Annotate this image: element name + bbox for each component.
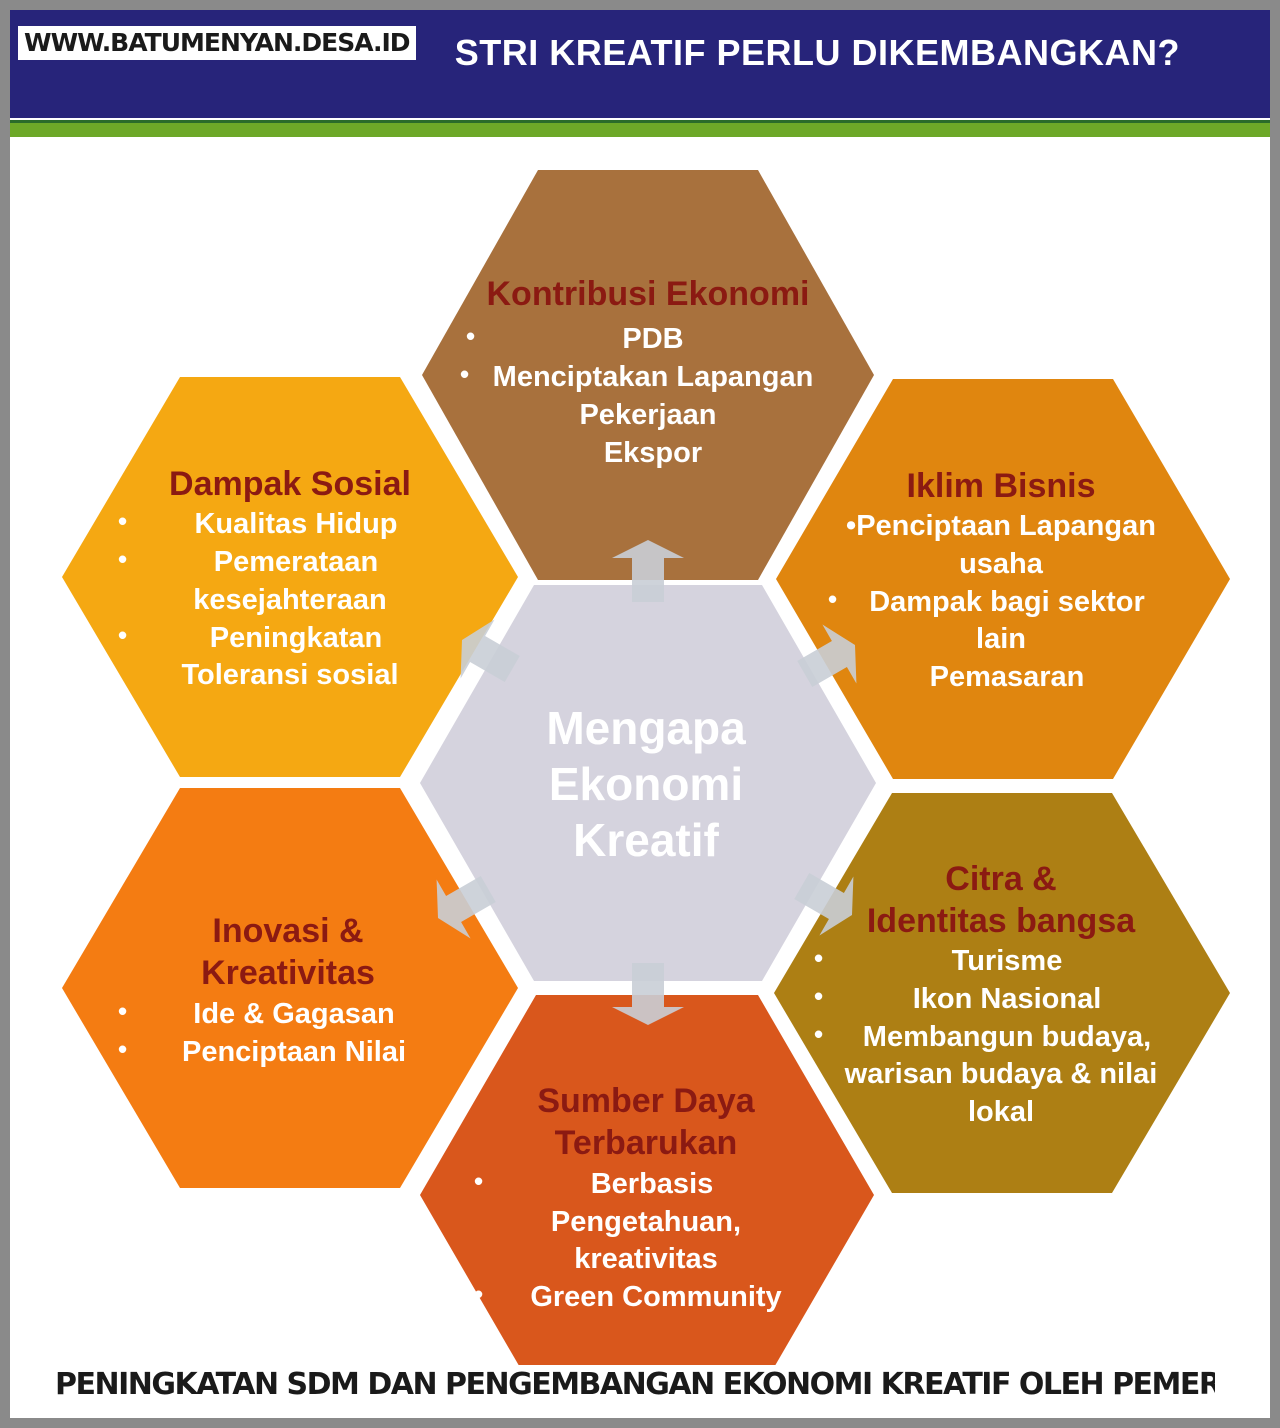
center-line-1: Mengapa: [546, 702, 746, 754]
hex-lower-right-shape: [774, 793, 1230, 1193]
hex-lower-left-title-2: Kreativitas: [201, 954, 375, 992]
arrow-upper-right-icon: [797, 624, 857, 687]
hex-upper-right: Iklim Bisnis •Penciptaan Lapangan usaha …: [776, 379, 1230, 779]
hex-upper-left-item-1: Kualitas Hidup: [194, 508, 397, 540]
hex-upper-left-shape: [62, 377, 518, 777]
hex-bottom-title-2: Terbarukan: [555, 1124, 738, 1162]
hex-upper-right-item-2: usaha: [959, 548, 1044, 580]
hex-upper-right-shape: [776, 379, 1230, 779]
hex-lower-right-bullet: •: [814, 1019, 823, 1049]
header-divider-dark: [10, 120, 1270, 123]
hex-upper-left-title-1: Dampak Sosial: [169, 465, 411, 503]
hex-top-item-2: Menciptakan Lapangan: [493, 361, 814, 393]
hex-upper-left-bullet: •: [118, 620, 127, 650]
hex-upper-right-item-5: Pemasaran: [930, 661, 1085, 693]
hex-upper-left-item-5: Toleransi sosial: [181, 659, 398, 691]
center-line-3: Kreatif: [573, 814, 719, 866]
hex-bottom-item-3: kreativitas: [574, 1243, 718, 1275]
hex-top-item-1: PDB: [622, 323, 683, 355]
hex-upper-left-bullet: •: [118, 544, 127, 574]
hex-upper-left-item-4: Peningkatan: [210, 622, 382, 654]
hex-upper-left: Dampak Sosial • Kualitas Hidup • Pemerat…: [62, 377, 518, 777]
hex-lower-right-title-2: Identitas bangsa: [867, 902, 1136, 940]
hex-top-item-3: Pekerjaan: [579, 399, 716, 431]
hex-bottom-bullet: •: [474, 1279, 483, 1309]
arrow-lower-right-icon: [794, 873, 854, 936]
hex-bottom-item-1: Berbasis: [591, 1168, 714, 1200]
hex-bottom-title-1: Sumber Daya: [537, 1082, 755, 1120]
hex-top-bullet: •: [460, 359, 469, 389]
arrows: [436, 540, 857, 1025]
hex-lower-right-item-1: Turisme: [952, 945, 1063, 977]
website-watermark: WWW.BATUMENYAN.DESA.ID: [18, 26, 416, 60]
hex-top-shape: [422, 170, 874, 580]
hex-bottom-item-2: Pengetahuan,: [551, 1206, 741, 1238]
hex-lower-right-item-3: Membangun budaya,: [863, 1021, 1151, 1053]
hex-lower-right-item-2: Ikon Nasional: [913, 983, 1102, 1015]
hex-lower-left-bullet: •: [118, 1034, 127, 1064]
hex-lower-left-bullet: •: [118, 996, 127, 1026]
hex-center: Mengapa Ekonomi Kreatif: [420, 585, 876, 981]
slide-title: STRI KREATIF PERLU DIKEMBANGKAN?: [454, 32, 1180, 73]
hex-lower-left-title-1: Inovasi &: [212, 912, 363, 950]
hex-upper-right-title-1: Iklim Bisnis: [907, 467, 1096, 505]
arrow-upper-left-icon: [460, 619, 520, 682]
hex-lower-left-item-2: Penciptaan Nilai: [182, 1036, 406, 1068]
hex-upper-left-item-2: Pemerataan: [214, 546, 378, 578]
arrow-up-icon: [612, 540, 684, 602]
hex-lower-left-shape: [62, 788, 518, 1188]
hex-top-bullet: •: [466, 321, 475, 351]
hex-bottom-bullet: •: [474, 1166, 483, 1196]
hex-upper-right-item-1: •Penciptaan Lapangan: [846, 510, 1156, 542]
hex-center-shape: [420, 585, 876, 981]
hex-lower-right-bullet: •: [814, 981, 823, 1011]
arrow-lower-left-icon: [436, 876, 496, 939]
hex-bottom-shape: [420, 995, 874, 1395]
hex-lower-right-item-5: lokal: [968, 1096, 1034, 1128]
hex-lower-left-item-1: Ide & Gagasan: [193, 998, 394, 1030]
header-divider-green: [10, 123, 1270, 137]
hex-upper-right-item-3: Dampak bagi sektor: [869, 586, 1145, 618]
hex-lower-right-title-1: Citra &: [945, 860, 1056, 898]
hex-upper-left-bullet: •: [118, 506, 127, 536]
hex-top-item-4: Ekspor: [604, 437, 702, 469]
hex-lower-right-item-4: warisan budaya & nilai: [844, 1058, 1158, 1090]
hex-bottom: Sumber Daya Terbarukan • Berbasis Penget…: [420, 995, 874, 1395]
arrow-down-icon: [612, 963, 684, 1025]
hex-upper-right-item-4: lain: [976, 623, 1026, 655]
hex-lower-right-bullet: •: [814, 943, 823, 973]
hex-top: Kontribusi Ekonomi • PDB • Menciptakan L…: [422, 170, 874, 580]
hex-upper-right-bullet: •: [828, 584, 837, 614]
center-line-2: Ekonomi: [549, 758, 743, 810]
hex-lower-right: Citra & Identitas bangsa • Turisme • Iko…: [774, 793, 1230, 1193]
hex-bottom-item-4: Green Community: [530, 1281, 781, 1313]
hex-upper-left-item-3: kesejahteraan: [193, 584, 386, 616]
hex-lower-left: Inovasi & Kreativitas • Ide & Gagasan • …: [62, 788, 518, 1188]
hex-top-title-1: Kontribusi Ekonomi: [487, 275, 810, 313]
image-caption: PENINGKATAN SDM DAN PENGEMBANGAN EKONOMI…: [55, 1365, 1215, 1405]
